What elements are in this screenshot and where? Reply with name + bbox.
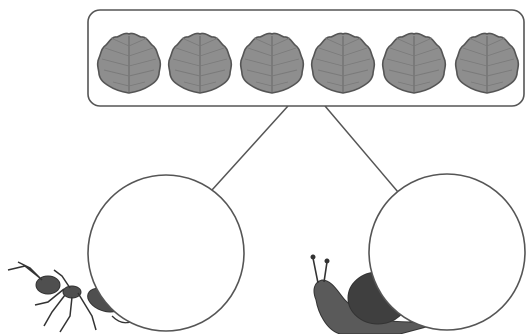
connector-line-right xyxy=(324,105,399,193)
connector-line-left xyxy=(211,105,289,191)
ant-group-circle xyxy=(87,174,245,332)
snail-group-circle xyxy=(368,173,526,331)
